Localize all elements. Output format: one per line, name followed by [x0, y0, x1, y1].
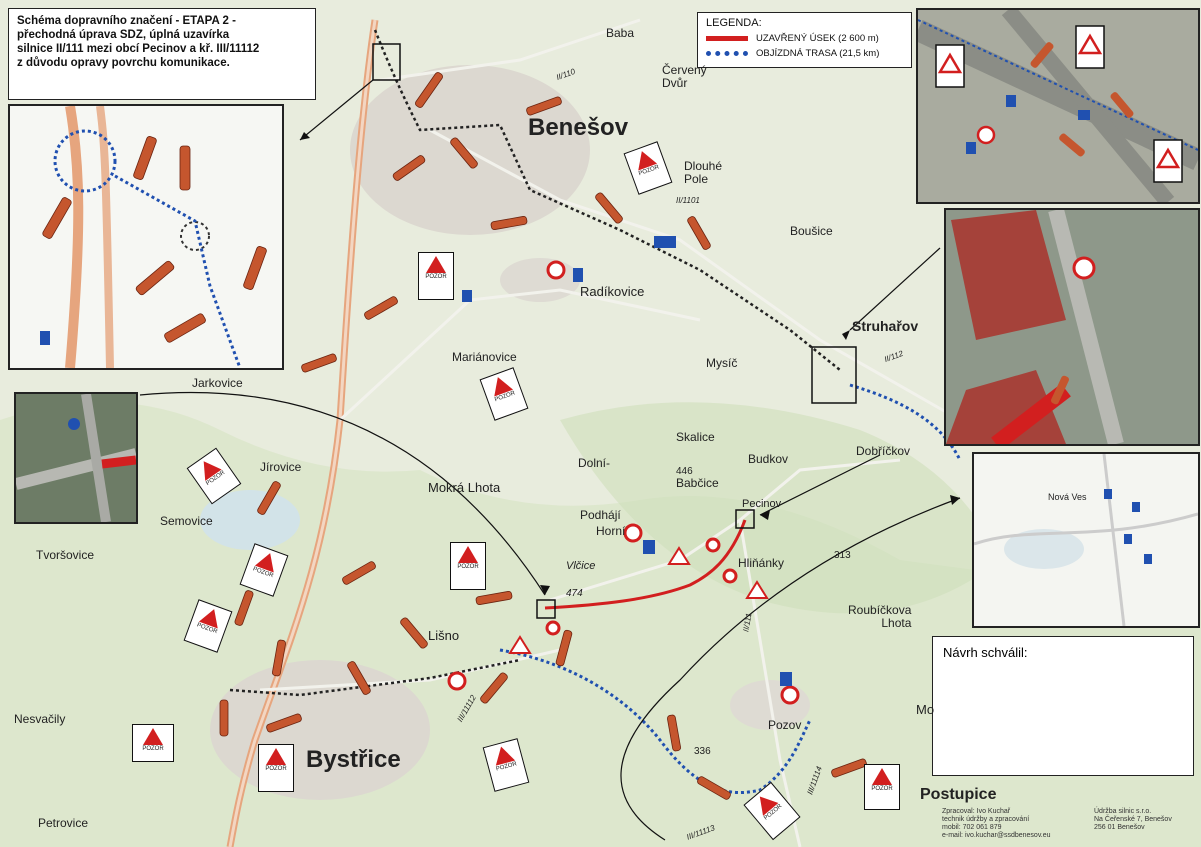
place-baba: Baba [606, 26, 635, 40]
height-446: 446 [676, 466, 693, 477]
place-podhaji: Podhájí [580, 508, 621, 522]
pozor-sign-9: POZOR [258, 744, 294, 792]
pozor-text: POZOR [425, 274, 447, 280]
place-hlinanky: Hliňánky [738, 556, 785, 570]
footer-company: Údržba silnic s.r.o. Na Čeřenské 7, Bene… [1094, 808, 1172, 831]
roundabout-detail [40, 106, 267, 368]
approval-box: Návrh schválil: [932, 636, 1194, 776]
place-pozov: Pozov [768, 718, 802, 732]
town-benesov: Benešov [528, 114, 629, 141]
town-postupice: Postupice [920, 786, 997, 803]
photo-junction-detail [918, 10, 1198, 202]
photo-crossing-detail [16, 394, 136, 522]
title-line-3: silnice II/111 mezi obcí Pecinov a kř. I… [17, 43, 260, 55]
place-mo: Mo [916, 702, 935, 717]
town-bystrice: Bystřice [306, 746, 401, 773]
closed-section [544, 519, 747, 610]
title-line-1: Schéma dopravního značení - ETAPA 2 - [17, 15, 236, 27]
warning-triangle-icon [426, 256, 446, 273]
approval-label: Návrh schválil: [943, 645, 1028, 660]
town-struharov: Struhařov [852, 318, 919, 334]
road-label-1101: II/1101 [676, 196, 700, 205]
place-roubickova: Roubíčkova Lhota [848, 603, 912, 630]
place-mokra-lhota: Mokrá Lhota [428, 480, 501, 495]
inset-photo-junction[interactable] [916, 8, 1200, 204]
warning-triangle-icon [458, 546, 478, 563]
warning-triangle-icon [872, 768, 892, 785]
pozor-text: POZOR [871, 786, 893, 792]
place-pecinov: Pecinov [742, 498, 782, 510]
legend-detour-label: OBJÍZDNÁ TRASA (21,5 km) [756, 48, 880, 59]
legend: LEGENDA: UZAVŘENÝ ÚSEK (2 600 m) OBJÍZDN… [697, 12, 912, 68]
place-babcice: Babčice [676, 476, 719, 490]
height-336: 336 [694, 746, 711, 757]
photo-struharov-detail [946, 210, 1198, 444]
detour-swatch [706, 51, 748, 56]
pozor-sign-8: POZOR [132, 724, 174, 762]
legend-title: LEGENDA: [706, 17, 762, 29]
inset-nova-ves[interactable]: Nová Ves [972, 452, 1200, 628]
place-dlouhe-pole: Dlouhé Pole [684, 159, 723, 186]
place-bousice: Boušice [790, 224, 833, 238]
closed-swatch [706, 36, 748, 41]
warning-triangle-icon [143, 728, 163, 745]
legend-detour-row: OBJÍZDNÁ TRASA (21,5 km) [706, 48, 903, 59]
place-vlcice: Vlčice [566, 560, 596, 572]
pozor-text: POZOR [457, 564, 479, 570]
warning-triangle-icon [266, 748, 286, 765]
nova-ves-detail [974, 454, 1198, 626]
place-petrovice: Petrovice [38, 816, 89, 830]
pozor-text: POZOR [142, 746, 164, 752]
inset-roundabout[interactable] [8, 104, 284, 370]
place-cerveny-dvur: Červený Dvůr [662, 63, 707, 90]
title-box: Schéma dopravního značení - ETAPA 2 - př… [8, 8, 316, 100]
pozor-sign-2: POZOR [418, 252, 454, 300]
height-474: 474 [566, 588, 583, 599]
place-mysic: Mysíč [706, 356, 738, 370]
pozor-text: POZOR [265, 766, 287, 772]
place-radikovice: Radíkovice [580, 284, 645, 299]
pozor-sign-7: POZOR [450, 542, 486, 590]
legend-closed-label: UZAVŘENÝ ÚSEK (2 600 m) [756, 33, 879, 44]
place-marianovice: Mariánovice [452, 350, 517, 364]
place-jarkovice: Jarkovice [192, 376, 243, 390]
place-tvorsovice: Tvoršovice [36, 548, 95, 562]
place-jirovice: Jírovice [260, 460, 302, 474]
inset-photo-struharov[interactable] [944, 208, 1200, 446]
place-dobrickov: Dobříčkov [856, 444, 911, 458]
title-line-4: z důvodu opravy povrchu komunikace. [17, 57, 230, 69]
place-lisno: Lišno [428, 628, 460, 643]
title-line-2: přechodná úprava SDZ, úplná uzavírka [17, 29, 230, 41]
place-skalice: Skalice [676, 430, 715, 444]
place-horni: Horní [596, 524, 626, 538]
place-budkov: Budkov [748, 452, 789, 466]
place-nesvacily: Nesvačily [14, 712, 66, 726]
nova-ves-label: Nová Ves [1048, 492, 1087, 502]
pozor-sign-12: POZOR [864, 764, 900, 810]
place-dolni: Dolní- [578, 456, 611, 470]
footer-author: Zpracoval: Ivo Kuchař technik údržby a z… [942, 808, 1051, 839]
height-313: 313 [834, 550, 851, 561]
place-semovice: Semovice [160, 514, 213, 528]
inset-photo-crossing[interactable] [14, 392, 138, 524]
legend-closed-row: UZAVŘENÝ ÚSEK (2 600 m) [706, 33, 903, 44]
